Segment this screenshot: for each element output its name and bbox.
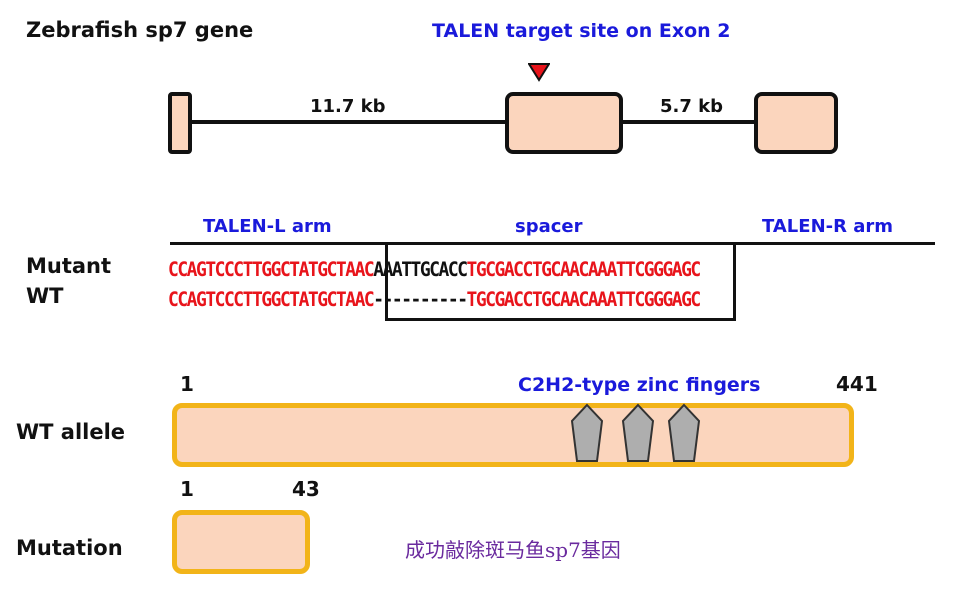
mutant-left-arm: CCAGTCCCTTGGCTAT bbox=[168, 258, 319, 281]
spacer-box bbox=[385, 242, 736, 321]
mutation-protein-end: 43 bbox=[292, 477, 320, 501]
intron-line-1 bbox=[190, 120, 510, 124]
intron-line-2 bbox=[620, 120, 758, 124]
zinc-finger-icon bbox=[621, 403, 655, 462]
mutation-label: Mutation bbox=[16, 536, 123, 560]
spacer-label: spacer bbox=[515, 216, 583, 237]
mutant-spacer-start: GCTAAC bbox=[317, 258, 374, 281]
exon-3 bbox=[754, 92, 838, 154]
wt-protein-bar bbox=[172, 403, 854, 467]
mutant-spacer-end: TGCGACCTGC bbox=[466, 258, 562, 281]
caption: 成功敲除斑马鱼sp7基因 bbox=[405, 538, 621, 562]
exon-1 bbox=[168, 92, 192, 154]
wt-protein-end: 441 bbox=[836, 372, 878, 396]
mutation-protein-start: 1 bbox=[180, 477, 194, 501]
row-label-mutant: Mutant bbox=[26, 254, 112, 278]
sequence-mutant: CCAGTCCCTTGGCTATGCTAACAAATTGCACCTGCGACCT… bbox=[168, 258, 701, 282]
wt-spacer-start: GCTAAC bbox=[317, 288, 374, 311]
talen-r-arm-bar bbox=[735, 242, 935, 245]
talen-l-arm-bar bbox=[170, 242, 386, 245]
exon-2 bbox=[505, 92, 623, 154]
intron-2-length: 5.7 kb bbox=[660, 96, 724, 117]
wt-protein-start: 1 bbox=[180, 372, 194, 396]
mutation-protein-bar bbox=[172, 510, 310, 574]
talen-r-arm-label: TALEN-R arm bbox=[762, 216, 894, 237]
mutant-spacer-insert: AAATTGCACC bbox=[373, 258, 468, 281]
target-site-label: TALEN target site on Exon 2 bbox=[432, 20, 731, 42]
wt-left-arm: CCAGTCCCTTGGCTAT bbox=[168, 288, 319, 311]
wt-allele-label: WT allele bbox=[16, 420, 126, 444]
talen-l-arm-label: TALEN-L arm bbox=[203, 216, 332, 237]
sequence-wt: CCAGTCCCTTGGCTATGCTAAC----------TGCGACCT… bbox=[168, 288, 701, 312]
zinc-finger-icon bbox=[667, 403, 701, 462]
target-marker-icon bbox=[528, 63, 550, 82]
intron-1-length: 11.7 kb bbox=[310, 96, 386, 117]
wt-right-arm: AACAAATTCGGGAGC bbox=[559, 288, 701, 311]
wt-spacer-end: TGCGACCTGC bbox=[466, 288, 562, 311]
gene-title: Zebrafish sp7 gene bbox=[26, 18, 254, 42]
row-label-wt: WT bbox=[26, 284, 64, 308]
wt-spacer-gap: ---------- bbox=[373, 288, 468, 311]
mutant-right-arm: AACAAATTCGGGAGC bbox=[559, 258, 701, 281]
zinc-finger-label: C2H2-type zinc fingers bbox=[518, 374, 761, 396]
zinc-finger-icon bbox=[570, 403, 604, 462]
